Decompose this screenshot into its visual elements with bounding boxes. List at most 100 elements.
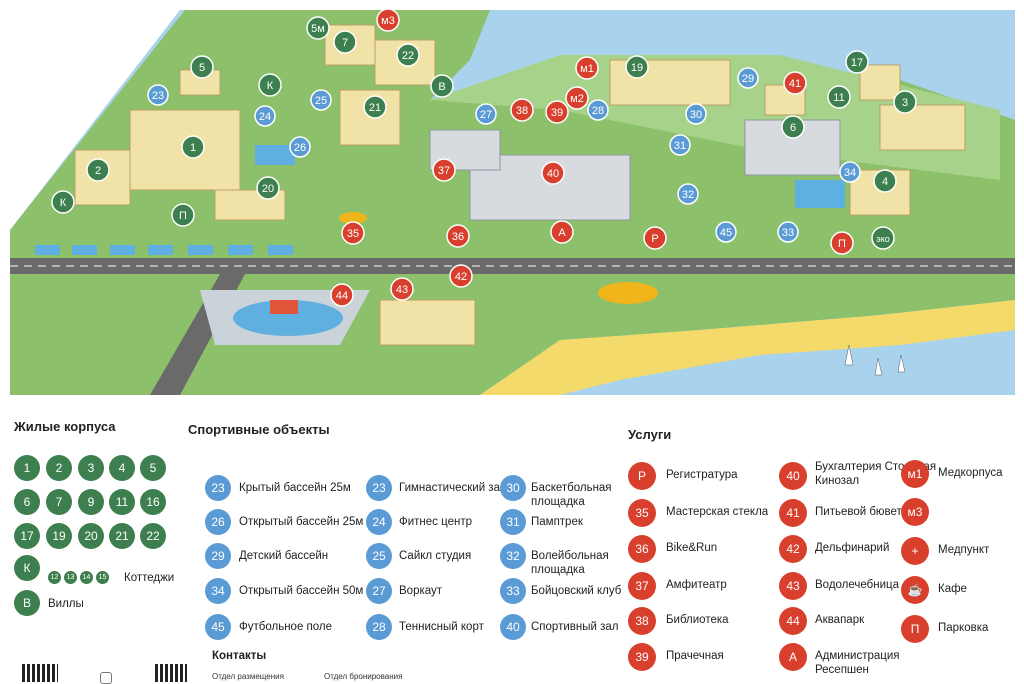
sport-item-label: Воркаут (399, 585, 443, 597)
service-marker[interactable] (643, 226, 667, 250)
sports-marker[interactable] (587, 99, 609, 121)
sports-marker[interactable] (777, 221, 799, 243)
residential-number-badge: 19 (46, 523, 72, 549)
service-marker[interactable] (575, 56, 599, 80)
residential-marker[interactable] (171, 203, 195, 227)
service-item-label: Мастерская стекла (666, 506, 769, 518)
service-item-badge: Р (628, 462, 656, 490)
service-marker[interactable] (541, 161, 565, 185)
residential-marker[interactable] (333, 30, 357, 54)
sport-item-badge: 30 (500, 475, 526, 501)
sport-item-badge: 23 (366, 475, 392, 501)
sports-marker[interactable] (677, 183, 699, 205)
residential-marker[interactable] (430, 74, 454, 98)
service-marker-label: м1 (580, 63, 594, 75)
beach (480, 300, 1015, 395)
sports-marker[interactable] (737, 67, 759, 89)
residential-number-badge: 1 (14, 455, 40, 481)
sport-item-badge: 31 (500, 509, 526, 535)
service-marker[interactable] (390, 277, 414, 301)
residential-marker[interactable] (258, 73, 282, 97)
service-marker[interactable] (432, 158, 456, 182)
residential-marker-label: 2 (95, 165, 101, 177)
sport-item-badge: 23 (205, 475, 231, 501)
service-marker[interactable] (783, 71, 807, 95)
service-marker-label: 43 (396, 284, 408, 296)
residential-marker[interactable] (625, 55, 649, 79)
sports-marker-label: 32 (682, 189, 694, 201)
sports-marker[interactable] (839, 161, 861, 183)
service-marker-label: П (838, 238, 846, 250)
instagram-icon[interactable] (100, 672, 112, 684)
residential-marker[interactable] (781, 115, 805, 139)
service-marker[interactable] (510, 98, 534, 122)
residential-number-badge: 2 (46, 455, 72, 481)
sports-marker[interactable] (310, 89, 332, 111)
sports-marker-label: 27 (480, 109, 492, 121)
sport-item-badge: 33 (500, 578, 526, 604)
service-item-badge: 36 (628, 535, 656, 563)
service-marker-label: 42 (455, 271, 467, 283)
qr-code-icon[interactable] (22, 664, 58, 682)
aquapark-pool (233, 300, 343, 336)
sports-marker-label: 30 (690, 109, 702, 121)
service-marker[interactable] (376, 8, 400, 32)
sports-marker[interactable] (289, 136, 311, 158)
service-item-label: Амфитеатр (666, 579, 727, 591)
residential-marker[interactable] (190, 55, 214, 79)
service-marker[interactable] (830, 231, 854, 255)
qr-code-icon[interactable] (155, 664, 187, 682)
service-marker[interactable] (446, 224, 470, 248)
service-marker-label: 39 (551, 107, 563, 119)
service-marker[interactable] (341, 221, 365, 245)
service-item-badge: м1 (901, 460, 929, 488)
residential-title: Жилые корпуса (14, 419, 116, 434)
residential-marker[interactable] (893, 90, 917, 114)
residential-marker[interactable] (845, 50, 869, 74)
service-item-label: Bike&Run (666, 542, 718, 554)
residential-marker[interactable] (51, 190, 75, 214)
residential-marker[interactable] (181, 135, 205, 159)
service-item-badge: 42 (779, 535, 807, 563)
residential-marker-label: эко (876, 234, 890, 244)
service-marker[interactable] (545, 100, 569, 124)
residential-marker[interactable] (873, 169, 897, 193)
residential-marker-label: К (60, 197, 67, 209)
sport-item-label: Детский бассейн (239, 550, 329, 562)
residential-marker[interactable] (871, 226, 895, 250)
sports-marker[interactable] (715, 221, 737, 243)
sport-item-label: Гимнастический зал (399, 482, 507, 494)
residential-marker-label: 6 (790, 122, 796, 134)
villas-label: Виллы (48, 598, 84, 610)
residential-marker-label: 1 (190, 142, 196, 154)
sports-marker-label: 26 (294, 142, 306, 154)
residential-marker[interactable] (396, 43, 420, 67)
service-marker[interactable] (565, 86, 589, 110)
service-marker[interactable] (550, 220, 574, 244)
sports-marker-label: 33 (782, 227, 794, 239)
service-marker-label: 44 (336, 290, 348, 302)
sports-marker-label: 24 (259, 111, 271, 123)
sports-marker[interactable] (147, 84, 169, 106)
villa-badge: В (14, 590, 40, 616)
service-marker[interactable] (449, 264, 473, 288)
sports-marker[interactable] (685, 103, 707, 125)
residential-marker-label: 22 (402, 50, 414, 62)
sports-marker[interactable] (669, 134, 691, 156)
sport-item-label: Бойцовский клуб (531, 585, 622, 597)
residential-marker[interactable] (827, 85, 851, 109)
residential-marker[interactable] (306, 16, 330, 40)
residential-marker[interactable] (363, 95, 387, 119)
sports-marker[interactable] (475, 103, 497, 125)
residential-marker-label: 3 (902, 97, 908, 109)
residential-marker[interactable] (86, 158, 110, 182)
service-item-badge: 38 (628, 607, 656, 635)
sports-marker[interactable] (254, 105, 276, 127)
service-marker[interactable] (330, 283, 354, 307)
sports-marker-label: 34 (844, 167, 856, 179)
pool-25m (255, 145, 295, 165)
residential-marker[interactable] (256, 176, 280, 200)
service-marker-label: 38 (516, 105, 528, 117)
residential-number-badge: 9 (78, 489, 104, 515)
